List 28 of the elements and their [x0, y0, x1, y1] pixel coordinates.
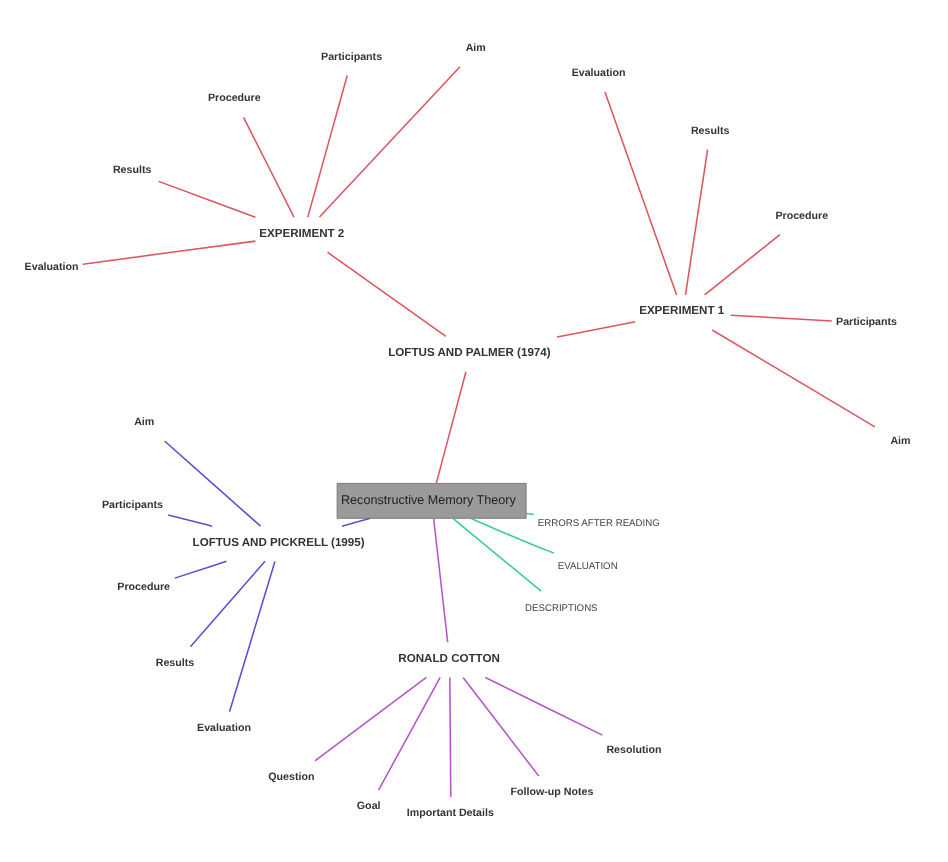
connector	[703, 232, 781, 295]
connector	[452, 516, 542, 591]
connector	[449, 675, 452, 797]
connector	[462, 675, 540, 776]
connector	[556, 319, 636, 337]
connector	[314, 675, 428, 761]
connector	[432, 516, 449, 642]
connector	[318, 65, 461, 217]
connector	[525, 511, 535, 515]
connector	[167, 513, 213, 526]
connector	[684, 147, 709, 295]
connector	[228, 559, 276, 712]
connector	[242, 115, 295, 217]
connector	[307, 73, 348, 217]
connector	[377, 675, 441, 790]
connector	[157, 179, 257, 217]
connector	[189, 559, 266, 647]
connector	[484, 675, 604, 735]
connector	[729, 313, 833, 321]
connector	[326, 250, 447, 337]
connector	[173, 559, 228, 578]
connector	[711, 328, 876, 427]
connector	[341, 516, 371, 526]
connector	[82, 239, 257, 264]
connector	[470, 516, 555, 553]
connector	[435, 370, 467, 483]
connector	[604, 90, 678, 295]
connector	[163, 439, 262, 526]
